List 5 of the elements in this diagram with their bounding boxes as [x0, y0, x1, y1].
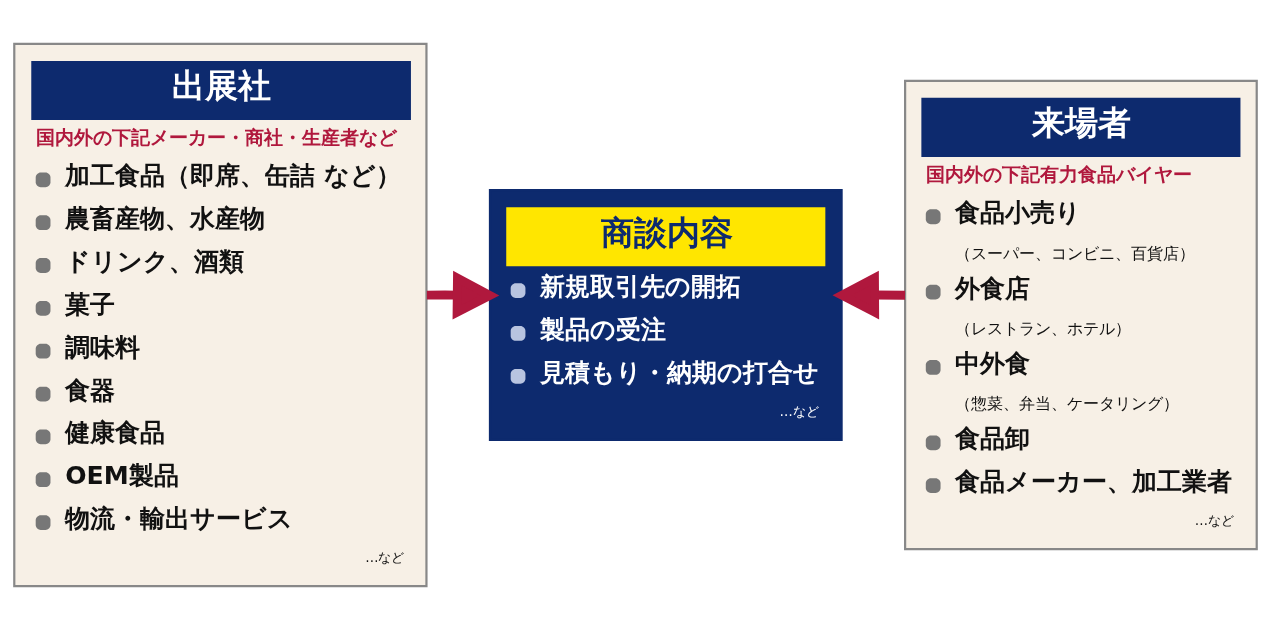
arrow — [832, 270, 906, 319]
node-box: 来場者 国内外の下記有力食品バイヤー 食品小売り （スーパー、コンビニ、百貨店） 外食店 （レストラン、ホテル） 中外食 （惣菜、弁当、ケータリング） 食品卸 食品メーカー、加工業者 …など — [904, 79, 1258, 550]
arrow — [426, 270, 500, 319]
node-box: 出展社 国内外の下記メーカー・商社・生産者など 加工食品（即席、缶詰 など） 農畜産物、水産物 ドリンク、酒類 菓子 調味料 食器 健康食品 OEM製品 物流・輸出サービス …など — [13, 42, 428, 587]
node-box: 商談内容 新規取引先の開拓 製品の受注 見積もり・納期の打合せ …など — [488, 188, 843, 441]
